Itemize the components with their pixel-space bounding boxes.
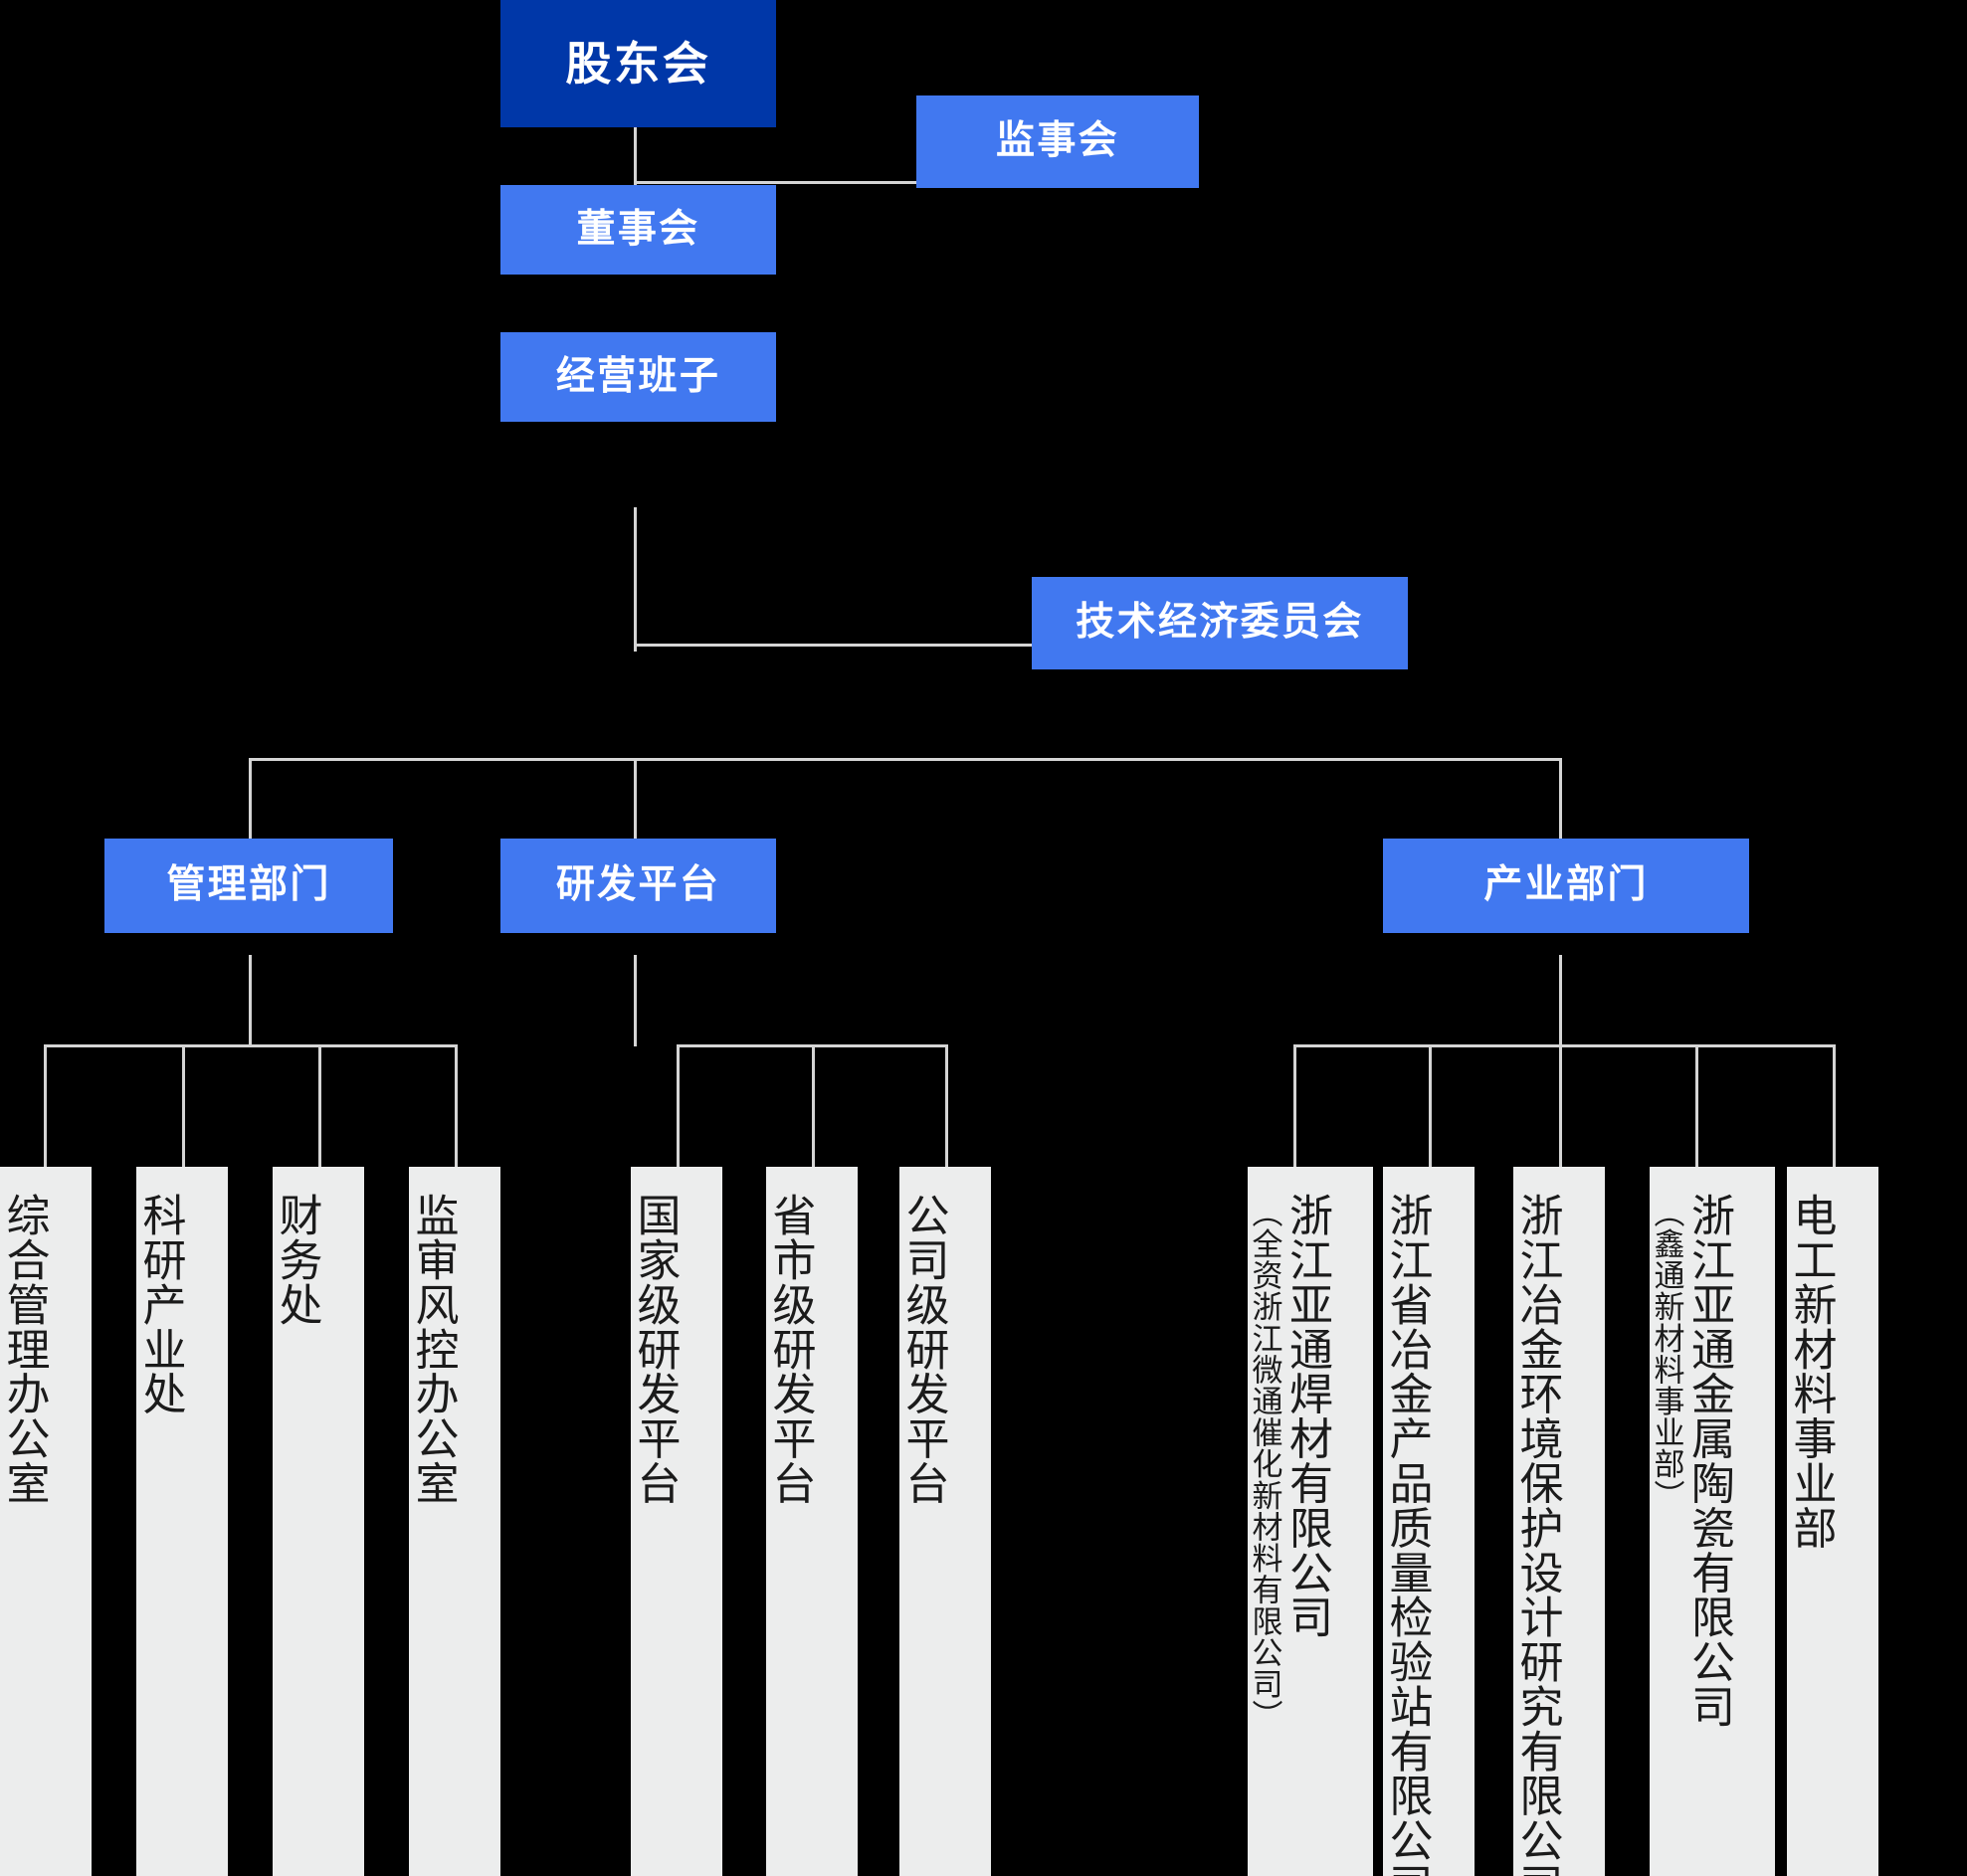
connector-division-stem-management [249,758,252,840]
leaf-management-2-label: 财务处 [273,1193,321,1327]
connector-rnd-leaf-drop-2 [945,1044,948,1170]
connector-management-leaf-drop-0 [44,1044,47,1170]
connector-management-leaf-drop-2 [318,1044,321,1170]
node-division-industry-label: 产业部门 [1483,863,1649,907]
connector-rnd-leaf-stem [634,955,637,1046]
node-division-industry[interactable]: 产业部门 [1383,839,1749,933]
leaf-industry-0-sublabel: （全资浙江微通催化新材料有限公司） [1248,1197,1282,1732]
node-division-rnd-label: 研发平台 [555,863,721,907]
leaf-industry-0-label: 浙江亚通焊材有限公司 [1281,1193,1331,1639]
leaf-management-0-label: 综合管理办公室 [0,1193,49,1506]
connector-management-to-tech [634,644,1032,647]
leaf-industry-3[interactable]: 浙江亚通金属陶瓷有限公司 （鑫通新材料事业部） [1650,1167,1775,1876]
leaf-industry-2[interactable]: 浙江冶金环境保护设计研究有限公司 [1513,1167,1605,1876]
leaf-industry-1-label: 浙江省冶金产品质量检验站有限公司 [1383,1193,1432,1876]
node-division-management-label: 管理部门 [166,863,331,907]
node-tech-economy-committee-label: 技术经济委员会 [1076,601,1364,645]
connector-industry-leaf-bar [1293,1044,1836,1047]
node-division-rnd[interactable]: 研发平台 [500,839,776,933]
connector-division-bar [249,758,1562,761]
leaf-industry-3-sublabel: （鑫通新材料事业部） [1650,1197,1684,1512]
connector-industry-leaf-drop-0 [1293,1044,1296,1170]
node-management-team-label: 经营班子 [555,354,721,398]
leaf-industry-1[interactable]: 浙江省冶金产品质量检验站有限公司 [1383,1167,1475,1876]
connector-management-leaf-bar [44,1044,458,1047]
leaf-rnd-1[interactable]: 省市级研发平台 [766,1167,858,1876]
leaf-industry-4-label: 电工新材料事业部 [1787,1193,1836,1551]
leaf-management-2[interactable]: 财务处 [273,1167,364,1876]
node-supervisory-board[interactable]: 监事会 [916,95,1199,188]
leaf-industry-0[interactable]: 浙江亚通焊材有限公司 （全资浙江微通催化新材料有限公司） [1248,1167,1373,1876]
node-shareholders[interactable]: 股东会 [500,0,776,127]
node-division-management[interactable]: 管理部门 [104,839,393,933]
connector-management-leaf-stem [249,955,252,1046]
connector-root-down [634,127,637,185]
connector-industry-leaf-drop-2 [1559,1044,1562,1170]
leaf-rnd-0[interactable]: 国家级研发平台 [631,1167,722,1876]
leaf-rnd-2[interactable]: 公司级研发平台 [899,1167,991,1876]
leaf-industry-2-label: 浙江冶金环境保护设计研究有限公司 [1513,1193,1562,1876]
node-tech-economy-committee[interactable]: 技术经济委员会 [1032,577,1408,669]
leaf-management-1[interactable]: 科研产业处 [136,1167,228,1876]
connector-management-leaf-drop-3 [455,1044,458,1170]
node-board-of-directors[interactable]: 董事会 [500,185,776,275]
node-board-of-directors-label: 董事会 [576,207,700,251]
leaf-industry-3-label: 浙江亚通金属陶瓷有限公司 [1683,1193,1733,1729]
connector-root-to-supervisory [634,181,916,184]
leaf-management-1-label: 科研产业处 [136,1193,185,1416]
node-shareholders-label: 股东会 [565,37,711,90]
connector-industry-leaf-drop-1 [1429,1044,1432,1170]
connector-management-down [634,507,637,652]
leaf-rnd-1-label: 省市级研发平台 [766,1193,815,1506]
leaf-industry-4[interactable]: 电工新材料事业部 [1787,1167,1878,1876]
connector-industry-leaf-drop-4 [1833,1044,1836,1170]
leaf-management-3-label: 监审风控办公室 [409,1193,458,1506]
connector-industry-leaf-drop-3 [1695,1044,1698,1170]
leaf-rnd-2-label: 公司级研发平台 [899,1193,948,1506]
connector-management-leaf-drop-1 [182,1044,185,1170]
leaf-management-3[interactable]: 监审风控办公室 [409,1167,500,1876]
node-management-team[interactable]: 经营班子 [500,332,776,422]
leaf-rnd-0-label: 国家级研发平台 [631,1193,680,1506]
leaf-management-0[interactable]: 综合管理办公室 [0,1167,92,1876]
node-supervisory-board-label: 监事会 [995,119,1120,163]
connector-division-stem-industry [1559,758,1562,840]
connector-rnd-leaf-drop-1 [812,1044,815,1170]
connector-industry-leaf-stem [1559,955,1562,1046]
connector-division-stem-rnd [634,758,637,840]
connector-rnd-leaf-drop-0 [677,1044,680,1170]
